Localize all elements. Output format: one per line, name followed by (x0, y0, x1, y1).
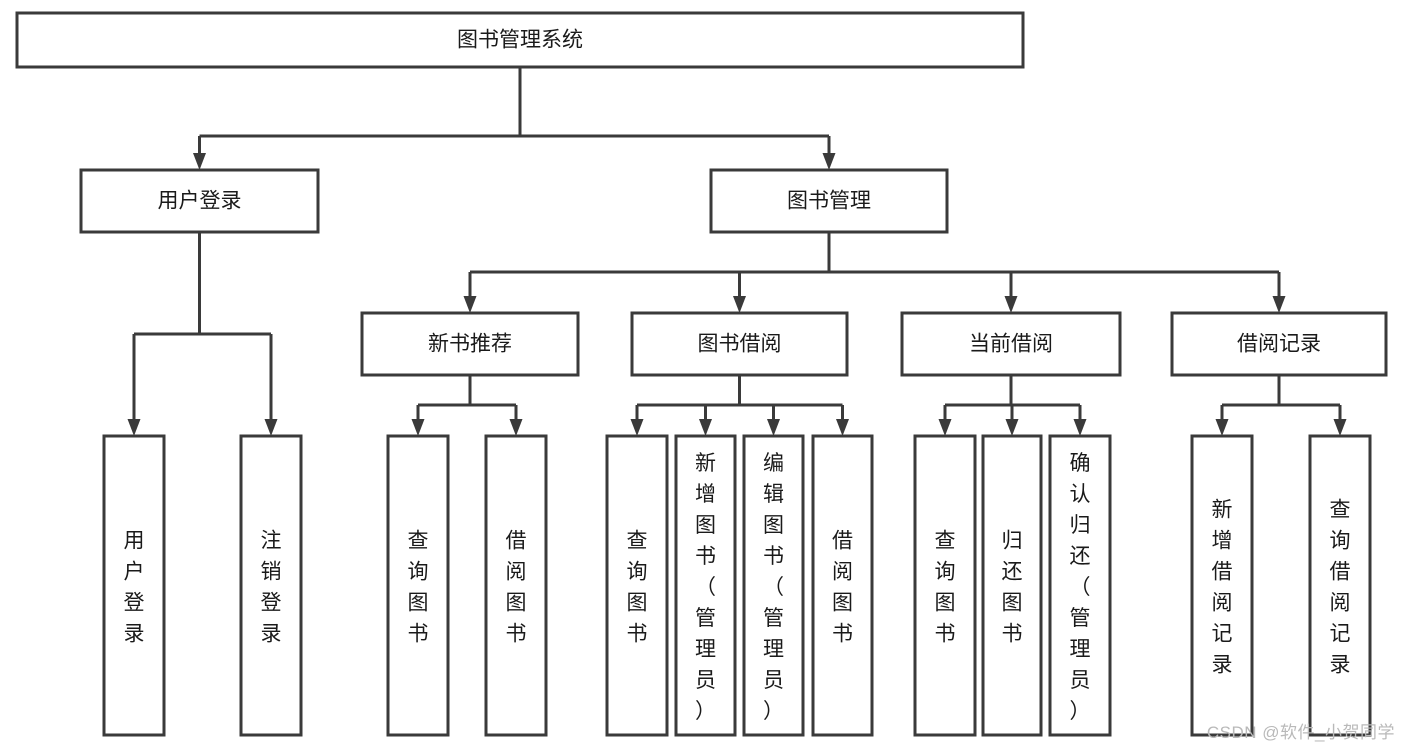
node-label: 查询借阅记录 (1330, 499, 1351, 677)
arrow-head-icon (822, 153, 836, 170)
node-leaf-edit-book[interactable]: 编辑图书（管理员） (742, 434, 805, 737)
node-box (709, 168, 949, 234)
node-leaf-logout[interactable]: 注销登录 (239, 434, 303, 737)
arrow-head-icon (264, 419, 278, 436)
node-root[interactable]: 图书管理系统 (15, 11, 1025, 69)
node-label: 查询图书 (627, 530, 648, 646)
node-box (630, 311, 849, 377)
arrow-head-icon (1272, 296, 1286, 313)
arrow-head-icon (767, 419, 780, 436)
arrow-head-icon (1005, 419, 1019, 436)
node-label: 借阅图书 (832, 530, 853, 646)
arrow-head-icon (733, 296, 746, 313)
node-box (484, 434, 548, 737)
node-label: 当前借阅 (969, 333, 1053, 356)
arrow-head-icon (127, 419, 141, 436)
node-user-login[interactable]: 用户登录 (79, 168, 320, 234)
node-leaf-borrow-book-rec[interactable]: 借阅图书 (484, 434, 548, 737)
node-leaf-user-login[interactable]: 用户登录 (102, 434, 166, 737)
arrow-head-icon (1215, 419, 1229, 436)
node-label: 归还图书 (1002, 530, 1023, 646)
arrow-head-icon (509, 419, 523, 436)
node-box (1048, 434, 1112, 737)
arrow-head-icon (938, 419, 952, 436)
node-leaf-borrow-book-bb[interactable]: 借阅图书 (811, 434, 874, 737)
node-box (811, 434, 874, 737)
nodes-layer: 图书管理系统用户登录图书管理新书推荐图书借阅当前借阅借阅记录用户登录注销登录查询… (15, 11, 1388, 737)
node-label: 编辑图书（管理员） (763, 452, 784, 723)
node-box (360, 311, 580, 377)
node-label: 用户登录 (158, 190, 242, 213)
node-label: 注销登录 (261, 530, 282, 646)
node-book-manage[interactable]: 图书管理 (709, 168, 949, 234)
arrow-head-icon (699, 419, 712, 436)
node-box (15, 11, 1025, 69)
node-new-book-rec[interactable]: 新书推荐 (360, 311, 580, 377)
node-label: 图书借阅 (698, 333, 782, 356)
node-label: 图书管理 (787, 190, 871, 213)
arrow-head-icon (463, 296, 477, 313)
node-label: 新增图书（管理员） (695, 452, 716, 723)
node-label: 借阅图书 (506, 530, 527, 646)
node-leaf-confirm-return[interactable]: 确认归还（管理员） (1048, 434, 1112, 737)
node-leaf-query-book-bb[interactable]: 查询图书 (605, 434, 669, 737)
node-label: 确认归还（管理员） (1070, 452, 1091, 723)
arrow-head-icon (193, 153, 206, 170)
node-label: 用户登录 (124, 530, 145, 646)
node-label: 新增借阅记录 (1212, 499, 1233, 677)
node-leaf-query-book-cb[interactable]: 查询图书 (913, 434, 977, 737)
node-box (1170, 311, 1388, 377)
arrow-head-icon (1333, 419, 1347, 436)
node-label: 图书管理系统 (457, 29, 583, 52)
arrow-head-icon (411, 419, 425, 436)
node-borrow-record[interactable]: 借阅记录 (1170, 311, 1388, 377)
edges-layer (127, 67, 1347, 436)
node-box (386, 434, 450, 737)
node-box (742, 434, 805, 737)
arrow-head-icon (836, 419, 849, 436)
node-box (605, 434, 669, 737)
node-leaf-add-record[interactable]: 新增借阅记录 (1190, 434, 1254, 737)
node-current-borrow[interactable]: 当前借阅 (900, 311, 1122, 377)
node-box (1308, 434, 1372, 737)
node-box (981, 434, 1043, 737)
node-leaf-add-book[interactable]: 新增图书（管理员） (674, 434, 737, 737)
node-box (102, 434, 166, 737)
node-leaf-return-book[interactable]: 归还图书 (981, 434, 1043, 737)
node-box (900, 311, 1122, 377)
node-box (674, 434, 737, 737)
node-box (79, 168, 320, 234)
node-label: 查询图书 (935, 530, 956, 646)
node-box (1190, 434, 1254, 737)
node-box (239, 434, 303, 737)
arrow-head-icon (630, 419, 644, 436)
arrow-head-icon (1004, 296, 1018, 313)
node-leaf-query-book-rec[interactable]: 查询图书 (386, 434, 450, 737)
arrow-head-icon (1073, 419, 1087, 436)
node-box (913, 434, 977, 737)
node-leaf-query-record[interactable]: 查询借阅记录 (1308, 434, 1372, 737)
node-label: 新书推荐 (428, 333, 512, 356)
node-book-borrow[interactable]: 图书借阅 (630, 311, 849, 377)
node-label: 借阅记录 (1237, 333, 1321, 356)
node-label: 查询图书 (408, 530, 429, 646)
